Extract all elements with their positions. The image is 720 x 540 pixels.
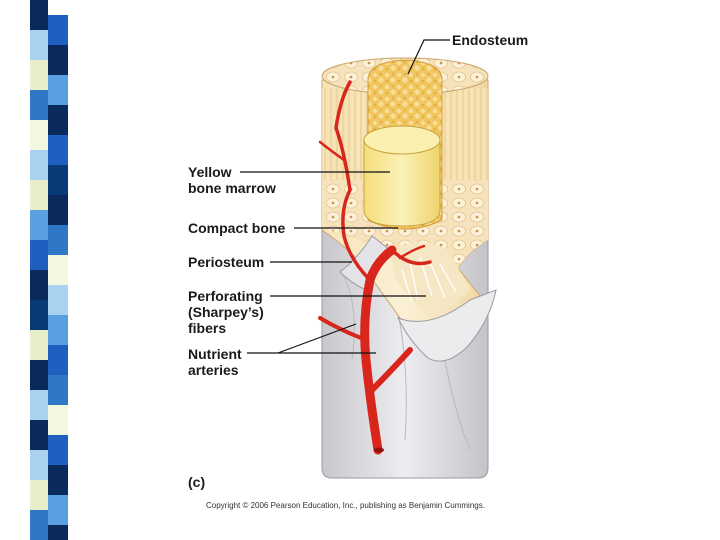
stripe-tile (30, 300, 48, 330)
stripe-tile (30, 330, 48, 360)
panel-letter: (c) (188, 474, 206, 490)
stripe-tile (30, 420, 48, 450)
label-perforating-fibers: Perforating (Sharpey’s) fibers (188, 288, 264, 336)
label-periosteum: Periosteum (188, 254, 265, 270)
stripe-tile (30, 120, 48, 150)
stripe-tile (48, 105, 68, 135)
stripe-tile (30, 180, 48, 210)
label-endosteum: Endosteum (452, 32, 529, 48)
label-compact-bone: Compact bone (188, 220, 286, 236)
stripe-tile (48, 255, 68, 285)
stripe-tile (48, 195, 68, 225)
stripe-tile (30, 30, 48, 60)
stripe-tile (48, 225, 68, 255)
stripe-tile (48, 435, 68, 465)
stripe-tile (30, 240, 48, 270)
stripe-tile (30, 360, 48, 390)
stripe-tile (30, 150, 48, 180)
stripe-tile (30, 0, 48, 30)
stripe-tile (48, 495, 68, 525)
stripe-tile (48, 405, 68, 435)
yellow-marrow-cylinder (363, 125, 441, 227)
leader-lines (240, 39, 450, 354)
periosteum-flaps (339, 235, 497, 362)
stripe-tile (48, 525, 68, 540)
stripe-tile (30, 60, 48, 90)
stripe-tile (48, 45, 68, 75)
stripe-tile (48, 465, 68, 495)
label-nutrient-arteries: Nutrient arteries (188, 346, 242, 378)
artery-cut-end (374, 447, 384, 453)
stripe-tile (30, 510, 48, 540)
stripe-tile (30, 270, 48, 300)
stripe-tile (48, 345, 68, 375)
stripe-tile (48, 285, 68, 315)
stripe-tile (48, 15, 68, 45)
decorative-stripe (30, 0, 68, 540)
stripe-tile (48, 135, 68, 165)
stripe-tile (48, 165, 68, 195)
stripe-tile (30, 480, 48, 510)
stripe-tile (30, 450, 48, 480)
stripe-tile (48, 75, 68, 105)
stripe-tile (48, 315, 68, 345)
label-yellow-bone-marrow: Yellow bone marrow (188, 164, 276, 196)
copyright-notice: Copyright © 2006 Pearson Education, Inc.… (206, 501, 485, 510)
stripe-tile (30, 90, 48, 120)
stripe-tile (30, 210, 48, 240)
stripe-tile (48, 375, 68, 405)
stripe-tile (30, 390, 48, 420)
